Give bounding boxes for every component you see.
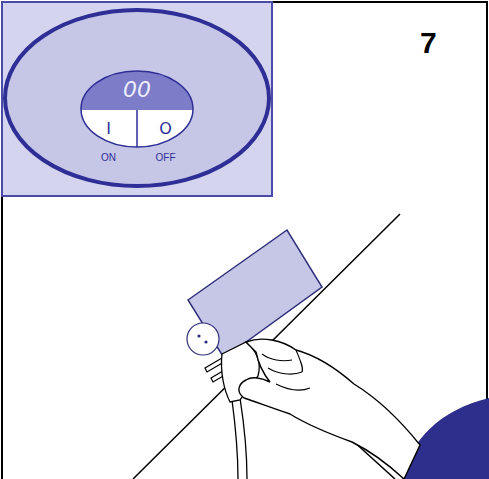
inset-panel (2, 2, 272, 196)
switch-label: OFF (156, 153, 176, 163)
switch-button: O (137, 110, 194, 148)
switch-button: I (80, 110, 137, 148)
outlet-plate (188, 230, 322, 358)
switch-symbol: I (106, 121, 111, 137)
display-panel: 00I O (80, 70, 194, 148)
step-number: 7 (420, 28, 437, 58)
switch-symbol: O (159, 121, 172, 137)
cord (232, 398, 247, 479)
control-panel (5, 10, 269, 186)
finger-lines (262, 350, 310, 390)
switch-label: ON (101, 153, 116, 163)
display-digits: 00 (123, 79, 151, 101)
socket (187, 323, 219, 355)
hand (239, 339, 420, 479)
